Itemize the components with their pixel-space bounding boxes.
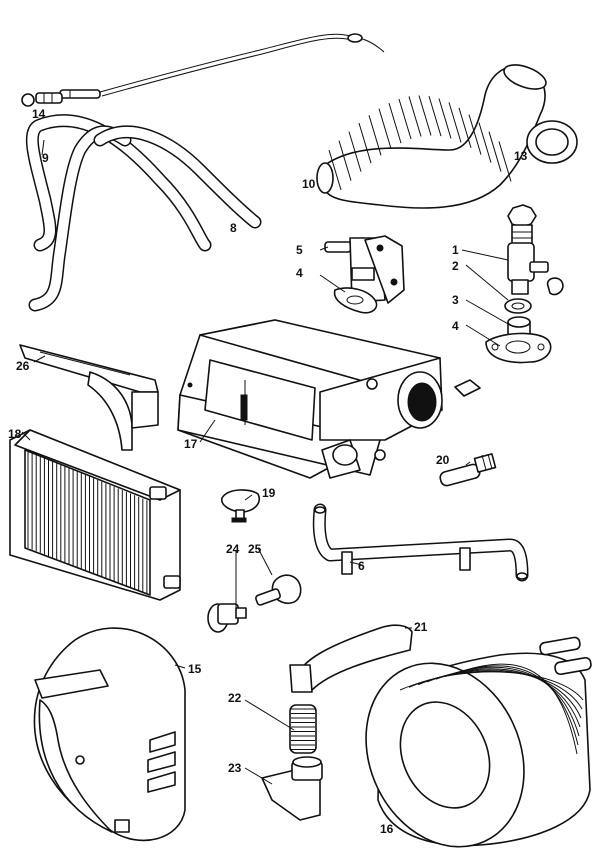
control-knob-24 [207, 603, 247, 633]
duct-rib [398, 98, 412, 140]
control-knob-25 [255, 574, 302, 606]
exchanger-rib [453, 663, 578, 755]
duct-ring [526, 120, 578, 164]
heater-switch [221, 489, 260, 523]
callout-25: 25 [248, 542, 262, 556]
callout-1: 1 [452, 243, 459, 257]
heat-exchanger [365, 636, 592, 848]
heater-hose-9 [25, 114, 212, 312]
duct-rib [348, 131, 362, 172]
flexible-duct [316, 64, 547, 209]
valve-washer [504, 298, 532, 314]
duct-rib [458, 107, 472, 148]
callout-24: 24 [226, 542, 240, 556]
callout-20: 20 [436, 453, 450, 467]
callout-4-upper: 4 [296, 266, 303, 280]
gasket-4b [485, 332, 552, 364]
duct-rib [378, 108, 392, 149]
callout-18: 18 [8, 427, 22, 441]
callout-14: 14 [32, 107, 46, 121]
corrugated-tube [289, 704, 317, 754]
callout-10: 10 [302, 177, 316, 191]
callout-23: 23 [228, 761, 242, 775]
duct-rib [338, 140, 352, 181]
callout-9: 9 [42, 151, 49, 165]
duct-rib [498, 141, 512, 182]
control-valve-5 [324, 235, 405, 304]
control-cable [21, 33, 385, 107]
duct-rib [388, 102, 402, 144]
duct-rib [358, 122, 372, 164]
callout-17: 17 [184, 437, 198, 451]
duct-rib [448, 102, 462, 143]
gasket-4a [333, 287, 378, 314]
duct-rib [488, 131, 502, 172]
callout-4-lower: 4 [452, 319, 459, 333]
elbow-duct [289, 624, 413, 693]
callout-16: 16 [380, 822, 394, 836]
water-valve [507, 204, 564, 296]
hose-nozzle [439, 453, 497, 487]
air-outlet [261, 756, 323, 821]
duct-rib [408, 96, 422, 137]
callout-21: 21 [414, 620, 428, 634]
callout-26: 26 [16, 359, 30, 373]
callout-8: 8 [230, 221, 237, 235]
callout-13: 13 [514, 149, 528, 163]
duct-rib [418, 95, 432, 136]
water-pipe [312, 503, 529, 582]
callout-3: 3 [452, 293, 459, 307]
duct-rib [428, 95, 442, 137]
callout-labels: 1 2 3 4 4 5 6 8 9 10 13 14 15 16 17 18 1… [8, 107, 528, 836]
callout-5: 5 [296, 243, 303, 257]
callout-6: 6 [358, 559, 365, 573]
duct-rib [468, 114, 482, 155]
blower-housing [33, 627, 186, 842]
mounting-bracket [19, 344, 159, 451]
heater-hose-8 [93, 125, 262, 229]
leader-lines [21, 139, 511, 785]
callout-19: 19 [262, 486, 276, 500]
callout-15: 15 [188, 662, 202, 676]
duct-rib [368, 115, 382, 156]
heater-unit [177, 319, 481, 479]
callout-22: 22 [228, 691, 242, 705]
duct-rib [478, 122, 492, 163]
duct-rib [328, 149, 342, 191]
callout-2: 2 [452, 259, 459, 273]
heater-matrix [9, 429, 181, 601]
duct-rib [438, 98, 452, 139]
